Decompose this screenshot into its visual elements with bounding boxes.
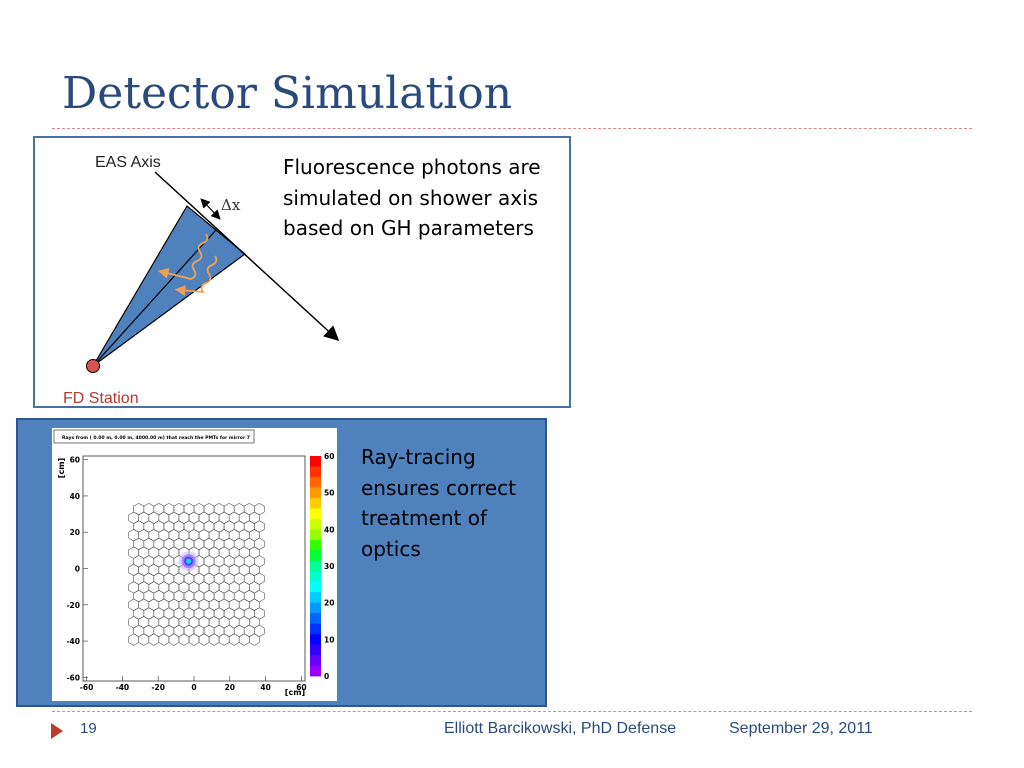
- colorbar-segment: [310, 456, 321, 467]
- colorbar-tick-label: 60: [324, 452, 334, 461]
- colorbar-tick-label: 40: [324, 525, 334, 534]
- y-tick-label: 40: [70, 492, 80, 501]
- colorbar-segment: [310, 518, 321, 530]
- ray-tracing-description: Ray-tracing ensures correct treatment of…: [361, 445, 516, 561]
- x-tick-label: 0: [191, 683, 196, 692]
- delta-x-arrow: [200, 198, 221, 220]
- footer-divider: [52, 711, 972, 712]
- colorbar-segment: [310, 529, 321, 541]
- y-tick-label: 20: [70, 528, 80, 537]
- hit-spot-ring: [186, 558, 192, 564]
- plot-y-unit: [cm]: [57, 458, 66, 478]
- y-tick-label: -20: [66, 601, 80, 610]
- colorbar-segment: [310, 655, 321, 666]
- pmt-hexagon: [249, 633, 260, 646]
- plot-x-unit: [cm]: [285, 688, 305, 697]
- colorbar-segment: [310, 550, 321, 562]
- colorbar-segment: [310, 487, 321, 499]
- cone-center-line: [92, 229, 217, 367]
- x-tick-label: 40: [260, 683, 270, 692]
- x-tick-label: -20: [151, 683, 165, 692]
- pmt-plot-svg: Rays from ( 0.00 m, 0.00 m, 4000.00 m) t…: [53, 429, 334, 697]
- colorbar-tick-label: 10: [324, 635, 334, 644]
- shower-diagram-panel: EAS Axis Δx FD Station Fluorescence phot…: [33, 136, 571, 408]
- hit-spot: [178, 551, 199, 572]
- y-tick-label: -60: [66, 673, 80, 682]
- colorbar-tick-label: 20: [324, 599, 334, 608]
- light-cone: [92, 205, 246, 367]
- y-axis-ticks: 60 40 20 0 -20 -40 -60: [66, 456, 88, 682]
- colorbar-segment: [310, 560, 321, 572]
- colorbar-segment: [310, 592, 321, 604]
- fluorescence-description: Fluorescence photons are simulated on sh…: [283, 155, 541, 240]
- footer-arrow-icon: [51, 723, 63, 739]
- colorbar-segment: [310, 623, 321, 635]
- colorbar-segment: [310, 466, 321, 478]
- colorbar-segment: [310, 497, 321, 509]
- x-tick-label: 20: [225, 683, 235, 692]
- footer-author: Elliott Barcikowski, PhD Defense: [444, 720, 677, 737]
- colorbar: 60 50 40 30 20 10 0: [310, 452, 334, 681]
- fd-station-label: FD Station: [63, 390, 139, 407]
- eas-axis-label: EAS Axis: [95, 154, 161, 171]
- colorbar-tick-label: 50: [324, 489, 334, 498]
- colorbar-segment: [310, 571, 321, 583]
- footer-date: September 29, 2011: [729, 720, 873, 737]
- ray-tracing-panel: Rays from ( 0.00 m, 0.00 m, 4000.00 m) t…: [16, 418, 547, 707]
- colorbar-segment: [310, 581, 321, 593]
- x-tick-label: 60: [296, 683, 306, 692]
- delta-x-label: Δx: [221, 196, 241, 214]
- colorbar-segment: [310, 508, 321, 520]
- photon-wave-1: [157, 233, 209, 280]
- colorbar-segment: [310, 539, 321, 551]
- y-tick-label: -40: [66, 637, 80, 646]
- x-tick-label: -60: [80, 683, 94, 692]
- pmt-hit-plot: Rays from ( 0.00 m, 0.00 m, 4000.00 m) t…: [52, 428, 337, 701]
- title-divider: [52, 128, 972, 129]
- eas-axis-line: [154, 171, 340, 342]
- slide-title: Detector Simulation: [62, 68, 513, 119]
- photon-wave-2: [174, 255, 218, 296]
- x-tick-label: -40: [116, 683, 130, 692]
- colorbar-segment: [310, 644, 321, 656]
- colorbar-segment: [310, 476, 321, 488]
- pmt-hex-grid: [128, 502, 265, 646]
- x-axis-ticks: -60 -40 -20 0 20 40 60: [80, 676, 307, 692]
- colorbar-tick-label: 0: [324, 672, 329, 681]
- fd-station-marker: [86, 359, 100, 373]
- colorbar-segment: [310, 602, 321, 614]
- colorbar-segment: [310, 665, 321, 677]
- colorbar-segment: [310, 613, 321, 625]
- plot-title: Rays from ( 0.00 m, 0.00 m, 4000.00 m) t…: [62, 435, 250, 441]
- shower-diagram: [86, 171, 340, 373]
- y-tick-label: 60: [70, 456, 80, 465]
- colorbar-segment: [310, 634, 321, 645]
- colorbar-tick-label: 30: [324, 562, 334, 571]
- y-tick-label: 0: [75, 565, 80, 574]
- slide-number: 19: [80, 720, 97, 737]
